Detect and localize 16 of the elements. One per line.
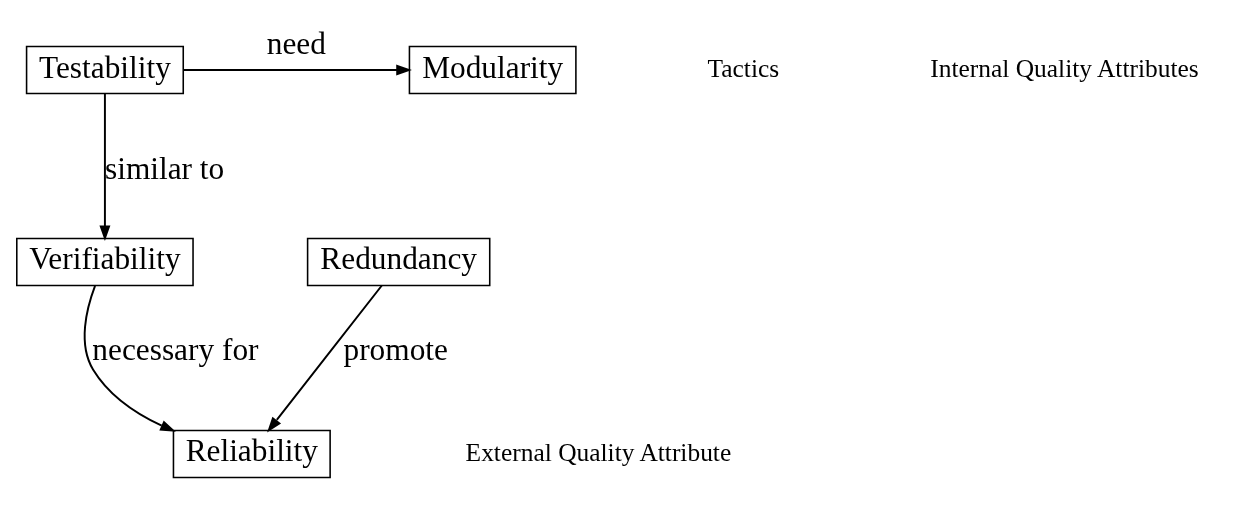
arrow bbox=[83, 284, 176, 432]
node-box: Testability bbox=[25, 45, 185, 94]
node-box: Verifiability bbox=[16, 237, 194, 286]
edge-label: similar to bbox=[105, 150, 225, 186]
node-box: Redundancy bbox=[306, 237, 491, 286]
arrow bbox=[267, 284, 383, 432]
arrow bbox=[182, 64, 412, 76]
node-box: Modularity bbox=[408, 45, 577, 94]
arrow bbox=[99, 92, 111, 241]
edge-label: promote bbox=[343, 331, 448, 367]
label: External Quality Attribute bbox=[465, 437, 732, 467]
node-box: Reliability bbox=[172, 429, 331, 478]
label: Internal Quality Attributes bbox=[930, 53, 1199, 83]
label: Tactics bbox=[707, 53, 780, 83]
edge-label: need bbox=[266, 25, 326, 61]
edge-label: necessary for bbox=[92, 331, 259, 367]
